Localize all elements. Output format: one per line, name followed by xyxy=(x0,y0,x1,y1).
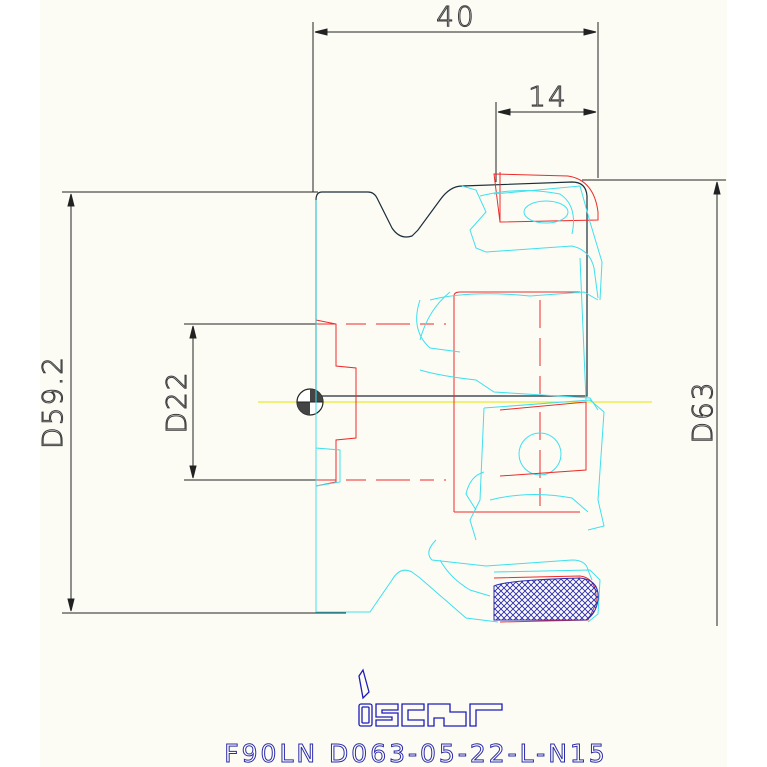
dim-label-d63: D63 xyxy=(686,380,719,443)
dimension-40 xyxy=(312,22,599,192)
dimension-d59-2 xyxy=(62,191,346,614)
dimension-14 xyxy=(495,102,599,182)
dim-label-d22: D22 xyxy=(160,370,193,433)
hatched-insert-section xyxy=(493,577,599,621)
body-outline xyxy=(315,181,588,397)
dim-label-40: 40 xyxy=(436,0,476,33)
product-designation: F90LN D063-05-22-L-N15 xyxy=(224,739,607,767)
dim-label-d59-2: D59.2 xyxy=(36,355,69,449)
drawing-background xyxy=(40,0,727,767)
dim-label-14: 14 xyxy=(528,80,568,113)
insert-red-lines xyxy=(315,172,599,513)
dimension-d22 xyxy=(184,323,318,481)
center-mark xyxy=(296,388,324,416)
cutter-cyan-contours xyxy=(315,185,605,623)
dimension-d63 xyxy=(582,179,726,626)
iscar-logo xyxy=(358,668,503,727)
